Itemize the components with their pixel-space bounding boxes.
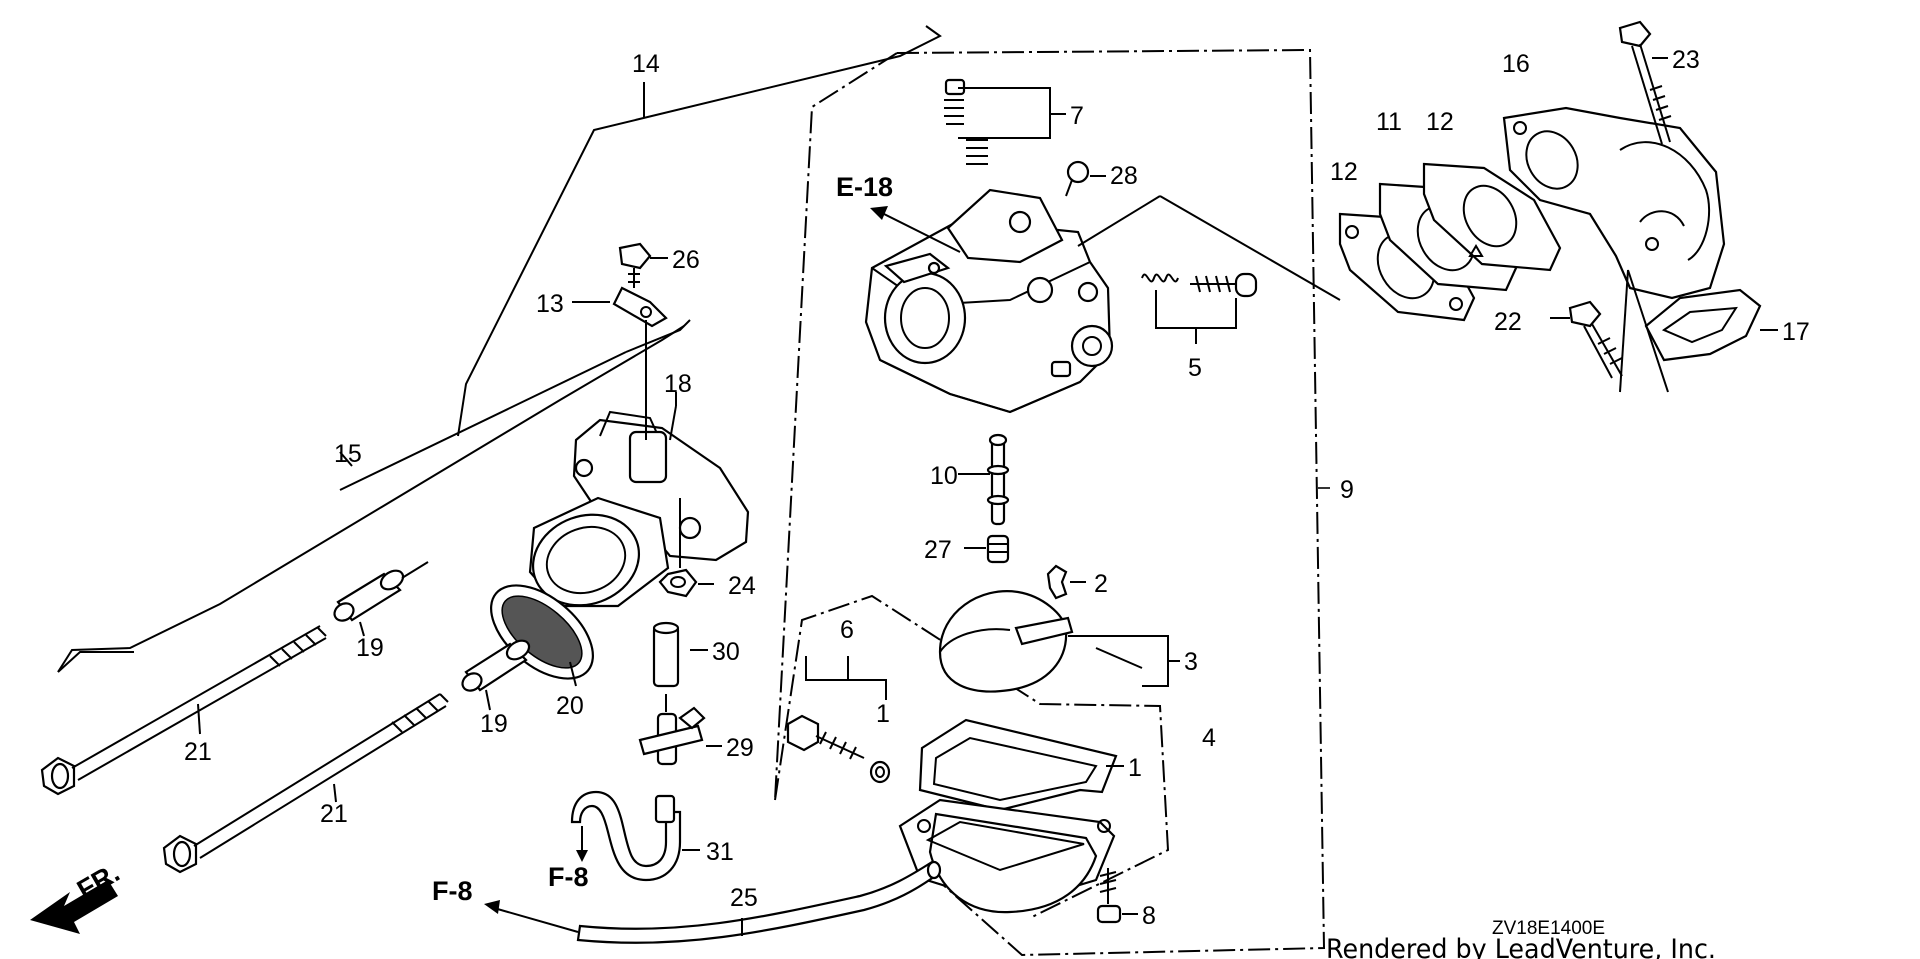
callout-8: 8	[1142, 902, 1156, 930]
main-nozzle	[958, 433, 1010, 526]
float-chamber-gasket	[918, 718, 1124, 812]
insulator-gasket-12b	[1422, 162, 1562, 272]
callout-17: 17	[1782, 318, 1810, 346]
callout-3: 3	[1184, 648, 1198, 676]
callout-22: 22	[1494, 308, 1522, 336]
fuel-tube-25	[484, 860, 942, 944]
reference-f8-right: F-8	[548, 862, 589, 892]
pilot-screw-set	[944, 78, 1066, 165]
rubber-sleeve-19b	[461, 639, 531, 711]
main-jet	[964, 534, 1010, 564]
callout-9: 9	[1340, 476, 1354, 504]
e18-reference-arrow	[870, 206, 961, 253]
callout-23: 23	[1672, 46, 1700, 74]
callout-1-left: 1	[876, 700, 890, 728]
callout-10: 10	[930, 462, 958, 490]
front-direction-arrow	[30, 880, 118, 934]
screen-20	[490, 584, 594, 687]
intake-manifold-16	[1502, 106, 1726, 300]
manifold-bolt-22	[1550, 269, 1669, 393]
rubber-sleeve-19a	[333, 561, 429, 637]
callout-21-lower: 21	[320, 800, 348, 828]
callout-29: 29	[726, 734, 754, 762]
carburetor-screw-28	[1065, 160, 1106, 197]
bolt-26	[618, 242, 668, 288]
callout-31: 31	[706, 838, 734, 866]
float-chamber	[898, 798, 1116, 914]
callout-labels: 14 7 28 16 23 11 12 12 26 13 18 5 22 17 …	[184, 46, 1810, 930]
chamber-screw-8	[1096, 868, 1138, 924]
callout-26: 26	[672, 246, 700, 274]
callout-20: 20	[556, 692, 584, 720]
bolt-21b	[162, 693, 449, 874]
callout-1-right: 1	[1128, 754, 1142, 782]
render-credit: Rendered by LeadVenture, Inc.	[1326, 934, 1716, 959]
callout-2: 2	[1094, 570, 1108, 598]
drain-screw-set	[786, 656, 891, 784]
callout-7: 7	[1070, 102, 1084, 130]
reference-e18: E-18	[836, 172, 893, 202]
carburetor-body	[864, 188, 1114, 414]
reference-f8-left: F-8	[432, 876, 473, 906]
callout-11: 11	[1376, 108, 1402, 136]
callout-12-upper: 12	[1426, 108, 1454, 136]
drawing-code: ZV18E1400E	[1492, 918, 1605, 939]
callout-13: 13	[536, 290, 564, 318]
callout-19-lower: 19	[480, 710, 508, 738]
callout-25: 25	[730, 884, 758, 912]
callout-15: 15	[334, 440, 362, 468]
callout-30: 30	[712, 638, 740, 666]
choke-bracket-13	[572, 286, 668, 328]
manifold-gasket-17	[1644, 288, 1778, 362]
throttle-rod-14	[457, 25, 942, 437]
fuel-tube-31	[570, 790, 700, 882]
bolt-21a	[40, 625, 327, 796]
callout-21-upper: 21	[184, 738, 212, 766]
reference-labels: E-18 F-8 F-8	[432, 172, 893, 906]
callout-24: 24	[728, 572, 756, 600]
callout-12-lower: 12	[1330, 158, 1358, 186]
air-cleaner-elbow-18	[528, 320, 750, 608]
tee-joint-29	[638, 694, 722, 766]
manifold-bolt-23	[1618, 20, 1672, 145]
callout-5: 5	[1188, 354, 1202, 382]
callout-18: 18	[664, 370, 692, 398]
callout-16: 16	[1502, 50, 1530, 78]
callout-19-upper: 19	[356, 634, 384, 662]
choke-rod-15	[57, 319, 691, 673]
nut-24	[658, 498, 714, 598]
callout-6: 6	[840, 616, 854, 644]
float-valve	[1046, 564, 1086, 600]
callout-4: 4	[1202, 724, 1216, 752]
throttle-stop-screw-set	[1077, 195, 1341, 344]
carburetor-assembly-outline	[774, 48, 1330, 957]
callout-27: 27	[924, 536, 952, 564]
tube-30	[652, 621, 708, 688]
callout-28: 28	[1110, 162, 1138, 190]
float	[938, 590, 1180, 693]
callout-14: 14	[632, 50, 660, 78]
